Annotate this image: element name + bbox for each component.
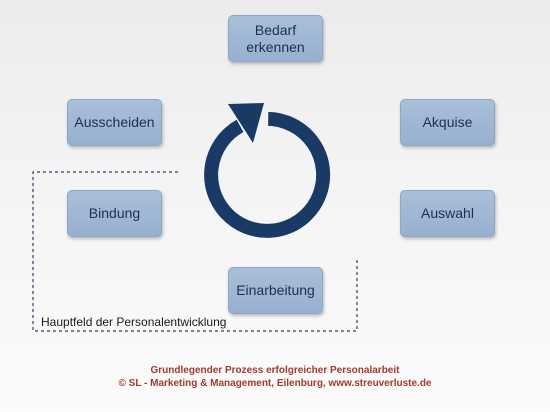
step-bindung: Bindung — [67, 190, 162, 237]
step-akquise-label: Akquise — [422, 114, 473, 130]
step-bedarf-line2: erkennen — [246, 38, 305, 55]
step-einarbeitung: Einarbeitung — [228, 267, 323, 314]
step-bedarf-line1: Bedarf — [254, 21, 297, 38]
step-bindung-label: Bindung — [88, 205, 141, 221]
step-ausscheiden: Ausscheiden — [67, 99, 162, 146]
step-akquise: Akquise — [400, 99, 495, 146]
step-auswahl-label: Auswahl — [421, 205, 474, 221]
footer-copyright: © SL - Marketing & Management, Eilenburg… — [118, 378, 432, 389]
footer-title: Grundlegender Prozess erfolgreicher Pers… — [150, 365, 400, 376]
step-auswahl: Auswahl — [400, 190, 495, 237]
step-ausscheiden-label: Ausscheiden — [74, 114, 155, 130]
step-bedarf-erkennen: Bedarf erkennen — [228, 15, 323, 62]
area-label: Hauptfeld der Personalentwicklung — [41, 315, 227, 329]
step-einarbeitung-label: Einarbeitung — [236, 282, 315, 298]
